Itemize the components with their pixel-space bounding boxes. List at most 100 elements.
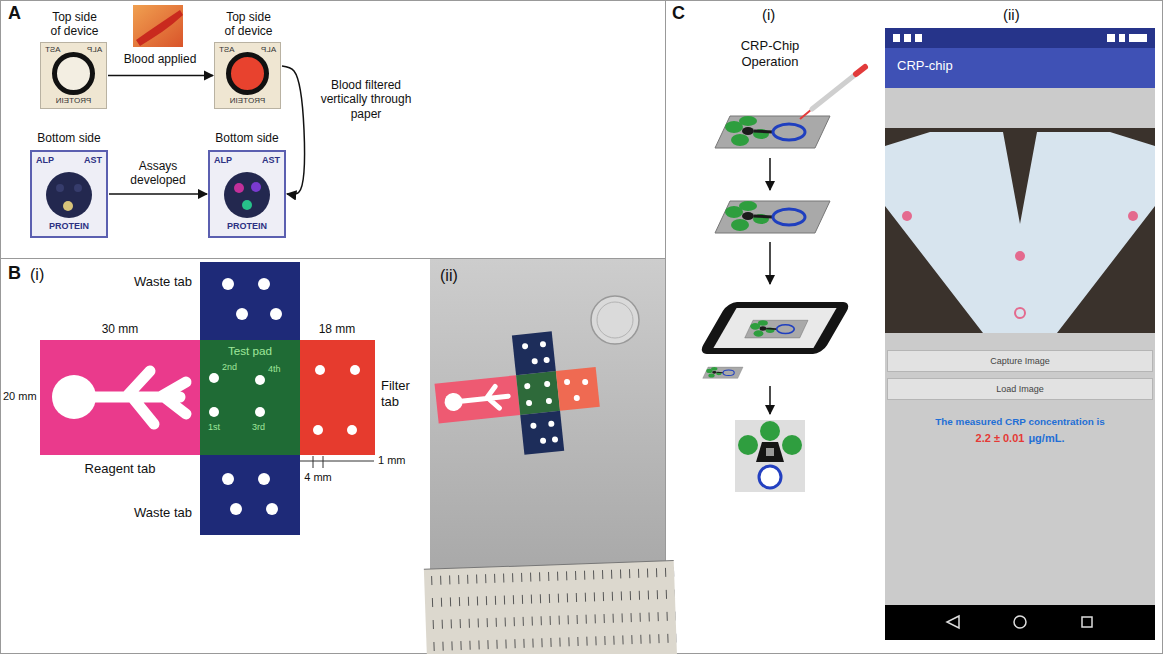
assay-label: AST bbox=[45, 45, 61, 55]
device-bottom-side: Bottom sideALPASTPROTEIN bbox=[30, 150, 108, 238]
tab-label: Test pad bbox=[200, 344, 300, 358]
device-photo bbox=[543, 357, 550, 364]
dimension-line bbox=[300, 456, 374, 468]
result-value: 2.2 ± 0.01 bbox=[976, 432, 1025, 445]
phone-screen-art bbox=[885, 28, 1155, 640]
app-button: Capture Image bbox=[887, 350, 1153, 372]
spot-number: 3rd bbox=[252, 422, 265, 433]
hole bbox=[313, 425, 323, 435]
device-photo bbox=[540, 341, 547, 348]
device-photo bbox=[530, 422, 537, 429]
hole bbox=[350, 365, 360, 375]
phone-screen-art bbox=[885, 28, 1155, 640]
subpanel-label: (i) bbox=[762, 6, 775, 24]
phone-screen-art bbox=[885, 128, 1155, 333]
app-title: CRP-chip bbox=[897, 58, 953, 74]
chip-schematic bbox=[766, 448, 774, 456]
pipette bbox=[800, 67, 865, 119]
phone-screen-art bbox=[1015, 308, 1025, 318]
hole bbox=[266, 503, 278, 515]
device-photo bbox=[597, 302, 633, 338]
device-photo bbox=[573, 395, 580, 402]
assay-spot bbox=[234, 183, 244, 193]
assay-label: ALP bbox=[261, 45, 276, 55]
hole bbox=[258, 278, 270, 290]
phone-screen-art bbox=[1119, 34, 1125, 42]
device-photo bbox=[424, 561, 677, 654]
chip-schematic bbox=[735, 420, 805, 492]
hole bbox=[255, 375, 265, 385]
device-photo bbox=[512, 331, 556, 375]
device-photo bbox=[526, 400, 533, 407]
edge-label: Blood applied bbox=[110, 52, 210, 66]
device-heading: Top side of device bbox=[46, 10, 104, 39]
phone-screen-art bbox=[904, 34, 911, 42]
hole bbox=[347, 425, 357, 435]
device-top-side: Top side of deviceASTALPPROTEIN bbox=[40, 42, 107, 109]
tab-label: Reagent tab bbox=[40, 461, 200, 477]
reagent-tab-art bbox=[80, 371, 186, 424]
spot-number: 2nd bbox=[222, 362, 237, 373]
result-unit: μg/mL. bbox=[1028, 432, 1064, 445]
assay-spot bbox=[56, 184, 64, 192]
reagent-tab-art bbox=[40, 340, 200, 455]
device-photo bbox=[531, 358, 538, 365]
phone-screen-art bbox=[947, 616, 959, 628]
dimension-label: 20 mm bbox=[3, 390, 37, 403]
phone-screen-art bbox=[1129, 34, 1147, 42]
panel-frame bbox=[665, 0, 666, 654]
chip-schematic bbox=[756, 442, 784, 462]
assay-label: PROTEIN bbox=[215, 96, 280, 106]
dimension-label: 1 mm bbox=[378, 454, 406, 467]
phone-screen-art bbox=[885, 605, 1155, 640]
device-photo bbox=[516, 371, 560, 415]
dimension-label: 30 mm bbox=[95, 322, 145, 336]
device-photo bbox=[556, 367, 600, 411]
chip-schematic bbox=[759, 466, 781, 488]
chip-schematic bbox=[735, 420, 805, 492]
edge-label: Blood filtered vertically through paper bbox=[314, 78, 418, 121]
hole bbox=[209, 407, 219, 417]
pipette bbox=[812, 74, 856, 109]
blood-photo bbox=[133, 5, 183, 47]
tab-label: Waste tab bbox=[104, 274, 192, 290]
operation-steps bbox=[769, 158, 771, 190]
phone-drawing bbox=[698, 302, 852, 354]
dimension-line bbox=[300, 461, 374, 462]
waste-tab-art bbox=[200, 455, 300, 535]
assay-spot bbox=[251, 182, 261, 192]
spot-number: 1st bbox=[208, 422, 220, 433]
assay-spot bbox=[63, 201, 73, 211]
phone-drawing bbox=[698, 302, 852, 354]
device-photo bbox=[564, 379, 571, 386]
device-bottom-side: Bottom sideALPASTPROTEIN bbox=[208, 150, 286, 238]
hole bbox=[258, 473, 270, 485]
subpanel-label: (i) bbox=[30, 265, 44, 284]
device-photo bbox=[424, 561, 677, 654]
panel-frame bbox=[0, 258, 665, 259]
phone-screen-art bbox=[1128, 211, 1138, 221]
device-photo bbox=[435, 375, 521, 423]
phone-screen-art bbox=[885, 48, 1155, 88]
hole bbox=[315, 365, 325, 375]
dimension-label: 18 mm bbox=[312, 322, 362, 336]
assay-label: AST bbox=[84, 155, 102, 166]
device-photo bbox=[544, 381, 551, 388]
result-text: The measured CRP concentration is bbox=[885, 416, 1155, 428]
phone-screen: CRP-chipThe measured CRP concentration i… bbox=[885, 28, 1155, 640]
operation-steps bbox=[715, 201, 830, 233]
subpanel-label: (ii) bbox=[440, 266, 458, 285]
test-zone bbox=[224, 172, 270, 218]
spot-number: 4th bbox=[268, 364, 281, 375]
phone-drawing bbox=[698, 302, 852, 354]
phone-screen-art bbox=[1082, 617, 1092, 627]
chip-schematic bbox=[760, 421, 780, 441]
filter-tab-art bbox=[300, 340, 375, 455]
hole bbox=[270, 308, 282, 320]
operation-steps bbox=[703, 367, 743, 378]
device-photo bbox=[546, 398, 553, 405]
device-photo bbox=[591, 296, 639, 344]
test-zone bbox=[229, 55, 267, 93]
